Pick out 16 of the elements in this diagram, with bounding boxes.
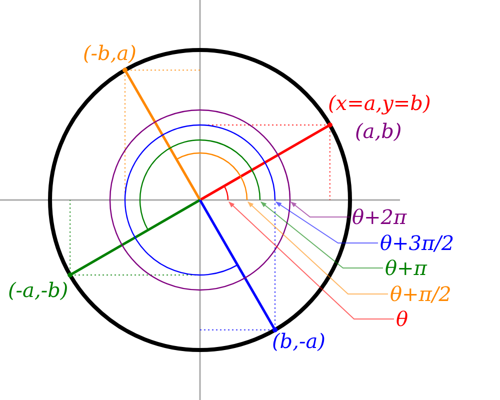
leader-line (248, 202, 388, 294)
angle-label: θ+π/2 (390, 284, 452, 304)
angle-label: θ+π (385, 258, 427, 278)
point-label: (-a,-b) (8, 280, 68, 300)
point-label: (b,-a) (272, 331, 326, 351)
angle-label: θ (396, 309, 408, 329)
angle-label: θ+3π/2 (380, 233, 454, 253)
angle-label: θ+2π (352, 207, 407, 227)
leader-line (228, 202, 394, 320)
leader-line (276, 202, 378, 244)
point-label: (-b,a) (83, 43, 136, 63)
point-label: (x=a,y=b) (328, 93, 431, 113)
leader-line (290, 202, 350, 218)
leader-line (260, 202, 384, 268)
point-label: (a,b) (355, 121, 402, 141)
angle-arc (109, 110, 291, 290)
